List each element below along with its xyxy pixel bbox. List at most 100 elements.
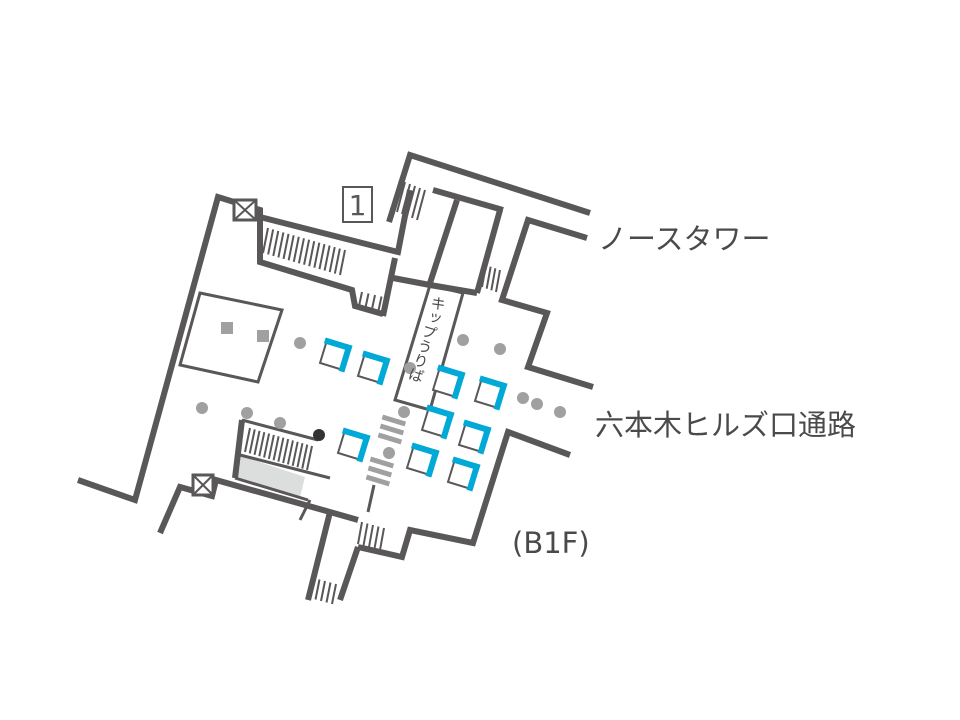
pillar bbox=[457, 334, 469, 346]
stair-step bbox=[253, 430, 261, 455]
stair-step bbox=[364, 293, 370, 308]
stair-step bbox=[481, 264, 487, 288]
stair-step bbox=[286, 440, 294, 465]
stair-step bbox=[495, 269, 501, 293]
pillar bbox=[494, 343, 506, 355]
ticket-machine bbox=[318, 337, 353, 373]
ticket-machine-side bbox=[436, 364, 466, 379]
ticket-machine bbox=[446, 456, 481, 492]
stair-step bbox=[287, 235, 295, 261]
roppongi-hills-passage-label: 六本木ヒルズ口通路 bbox=[595, 408, 857, 442]
ticket-machine-side bbox=[466, 462, 481, 492]
elevator-icon bbox=[191, 473, 215, 497]
ticket-machine bbox=[336, 427, 371, 463]
ticket-machine-side bbox=[477, 425, 492, 455]
stair-step bbox=[362, 523, 369, 546]
stair-step bbox=[277, 437, 285, 462]
stair-step bbox=[262, 227, 269, 254]
stairs bbox=[244, 179, 501, 605]
stair-step bbox=[267, 434, 275, 460]
stair-step bbox=[373, 526, 380, 549]
pillar bbox=[257, 330, 269, 342]
pillar bbox=[383, 447, 395, 459]
stair-step bbox=[292, 236, 300, 262]
ticket-machine bbox=[356, 350, 391, 386]
stair-step bbox=[328, 246, 336, 273]
pillar bbox=[398, 406, 410, 418]
ticket-machine-side bbox=[425, 404, 455, 419]
stair-step bbox=[377, 296, 383, 311]
stair-step bbox=[309, 577, 315, 599]
stair-step bbox=[411, 187, 421, 219]
stair-step bbox=[303, 239, 311, 265]
stair-step bbox=[258, 431, 266, 457]
exit-number-box bbox=[342, 186, 373, 223]
ticket-machine-side bbox=[440, 410, 455, 440]
pillar bbox=[313, 429, 325, 441]
stair-step bbox=[379, 527, 385, 551]
ticket-machine-side bbox=[338, 343, 353, 373]
stair-step bbox=[313, 242, 321, 268]
stair-step bbox=[396, 181, 406, 213]
pillar bbox=[241, 407, 253, 419]
stair-step bbox=[331, 583, 337, 605]
ticket-machine-side bbox=[425, 448, 440, 478]
pillar bbox=[274, 417, 286, 429]
stair-step bbox=[401, 183, 411, 215]
stair-step bbox=[371, 294, 376, 310]
pillar bbox=[196, 402, 208, 414]
stair-step bbox=[406, 185, 416, 217]
ticket-machines bbox=[318, 337, 508, 492]
pillar bbox=[517, 392, 529, 404]
stair-step bbox=[339, 249, 346, 276]
ticket-machine-side bbox=[356, 433, 371, 463]
ticket-machine bbox=[420, 404, 455, 440]
pillars bbox=[196, 322, 566, 459]
stair-step bbox=[357, 521, 363, 545]
stair-step bbox=[282, 438, 290, 464]
pillar bbox=[404, 362, 416, 374]
ticket-machine bbox=[473, 375, 508, 411]
stair-step bbox=[325, 582, 332, 603]
ticket-machine-side bbox=[323, 337, 353, 352]
stair-step bbox=[248, 429, 256, 454]
stair-step bbox=[301, 444, 309, 469]
stair-step bbox=[323, 245, 331, 271]
stair-step bbox=[306, 445, 313, 471]
stair-step bbox=[267, 229, 275, 255]
ticket-machine-side bbox=[478, 375, 508, 390]
stair-step bbox=[291, 441, 299, 467]
ticket-machine-side bbox=[462, 419, 492, 434]
stair-step bbox=[272, 230, 280, 257]
stair-step bbox=[263, 433, 271, 458]
ticket-machine bbox=[431, 364, 466, 400]
stair-step bbox=[297, 238, 305, 264]
stair-step bbox=[333, 248, 341, 274]
escalator-area bbox=[233, 455, 305, 497]
gate-markers bbox=[365, 414, 407, 487]
pillar bbox=[554, 406, 566, 418]
stair-step bbox=[485, 266, 492, 289]
stair-step bbox=[416, 189, 426, 221]
north-tower-label: ノースタワー bbox=[598, 222, 771, 256]
stair-step bbox=[314, 579, 321, 600]
stair-step bbox=[391, 179, 401, 211]
ticket-machine-side bbox=[341, 427, 371, 442]
exit-number: 1 bbox=[349, 189, 367, 222]
stair-step bbox=[490, 268, 497, 291]
stair-step bbox=[384, 297, 389, 313]
room bbox=[178, 291, 284, 384]
pillar bbox=[531, 398, 543, 410]
stair-step bbox=[358, 291, 363, 307]
ticket-machine-side bbox=[451, 370, 466, 400]
ticket-machine-side bbox=[451, 456, 481, 471]
ticket-machine-side bbox=[410, 442, 440, 457]
stair-step bbox=[368, 524, 374, 548]
stair-step bbox=[296, 443, 304, 468]
pillar bbox=[294, 337, 306, 349]
pillar bbox=[221, 322, 233, 334]
stair-step bbox=[318, 243, 326, 270]
ticket-machine-side bbox=[376, 356, 391, 386]
